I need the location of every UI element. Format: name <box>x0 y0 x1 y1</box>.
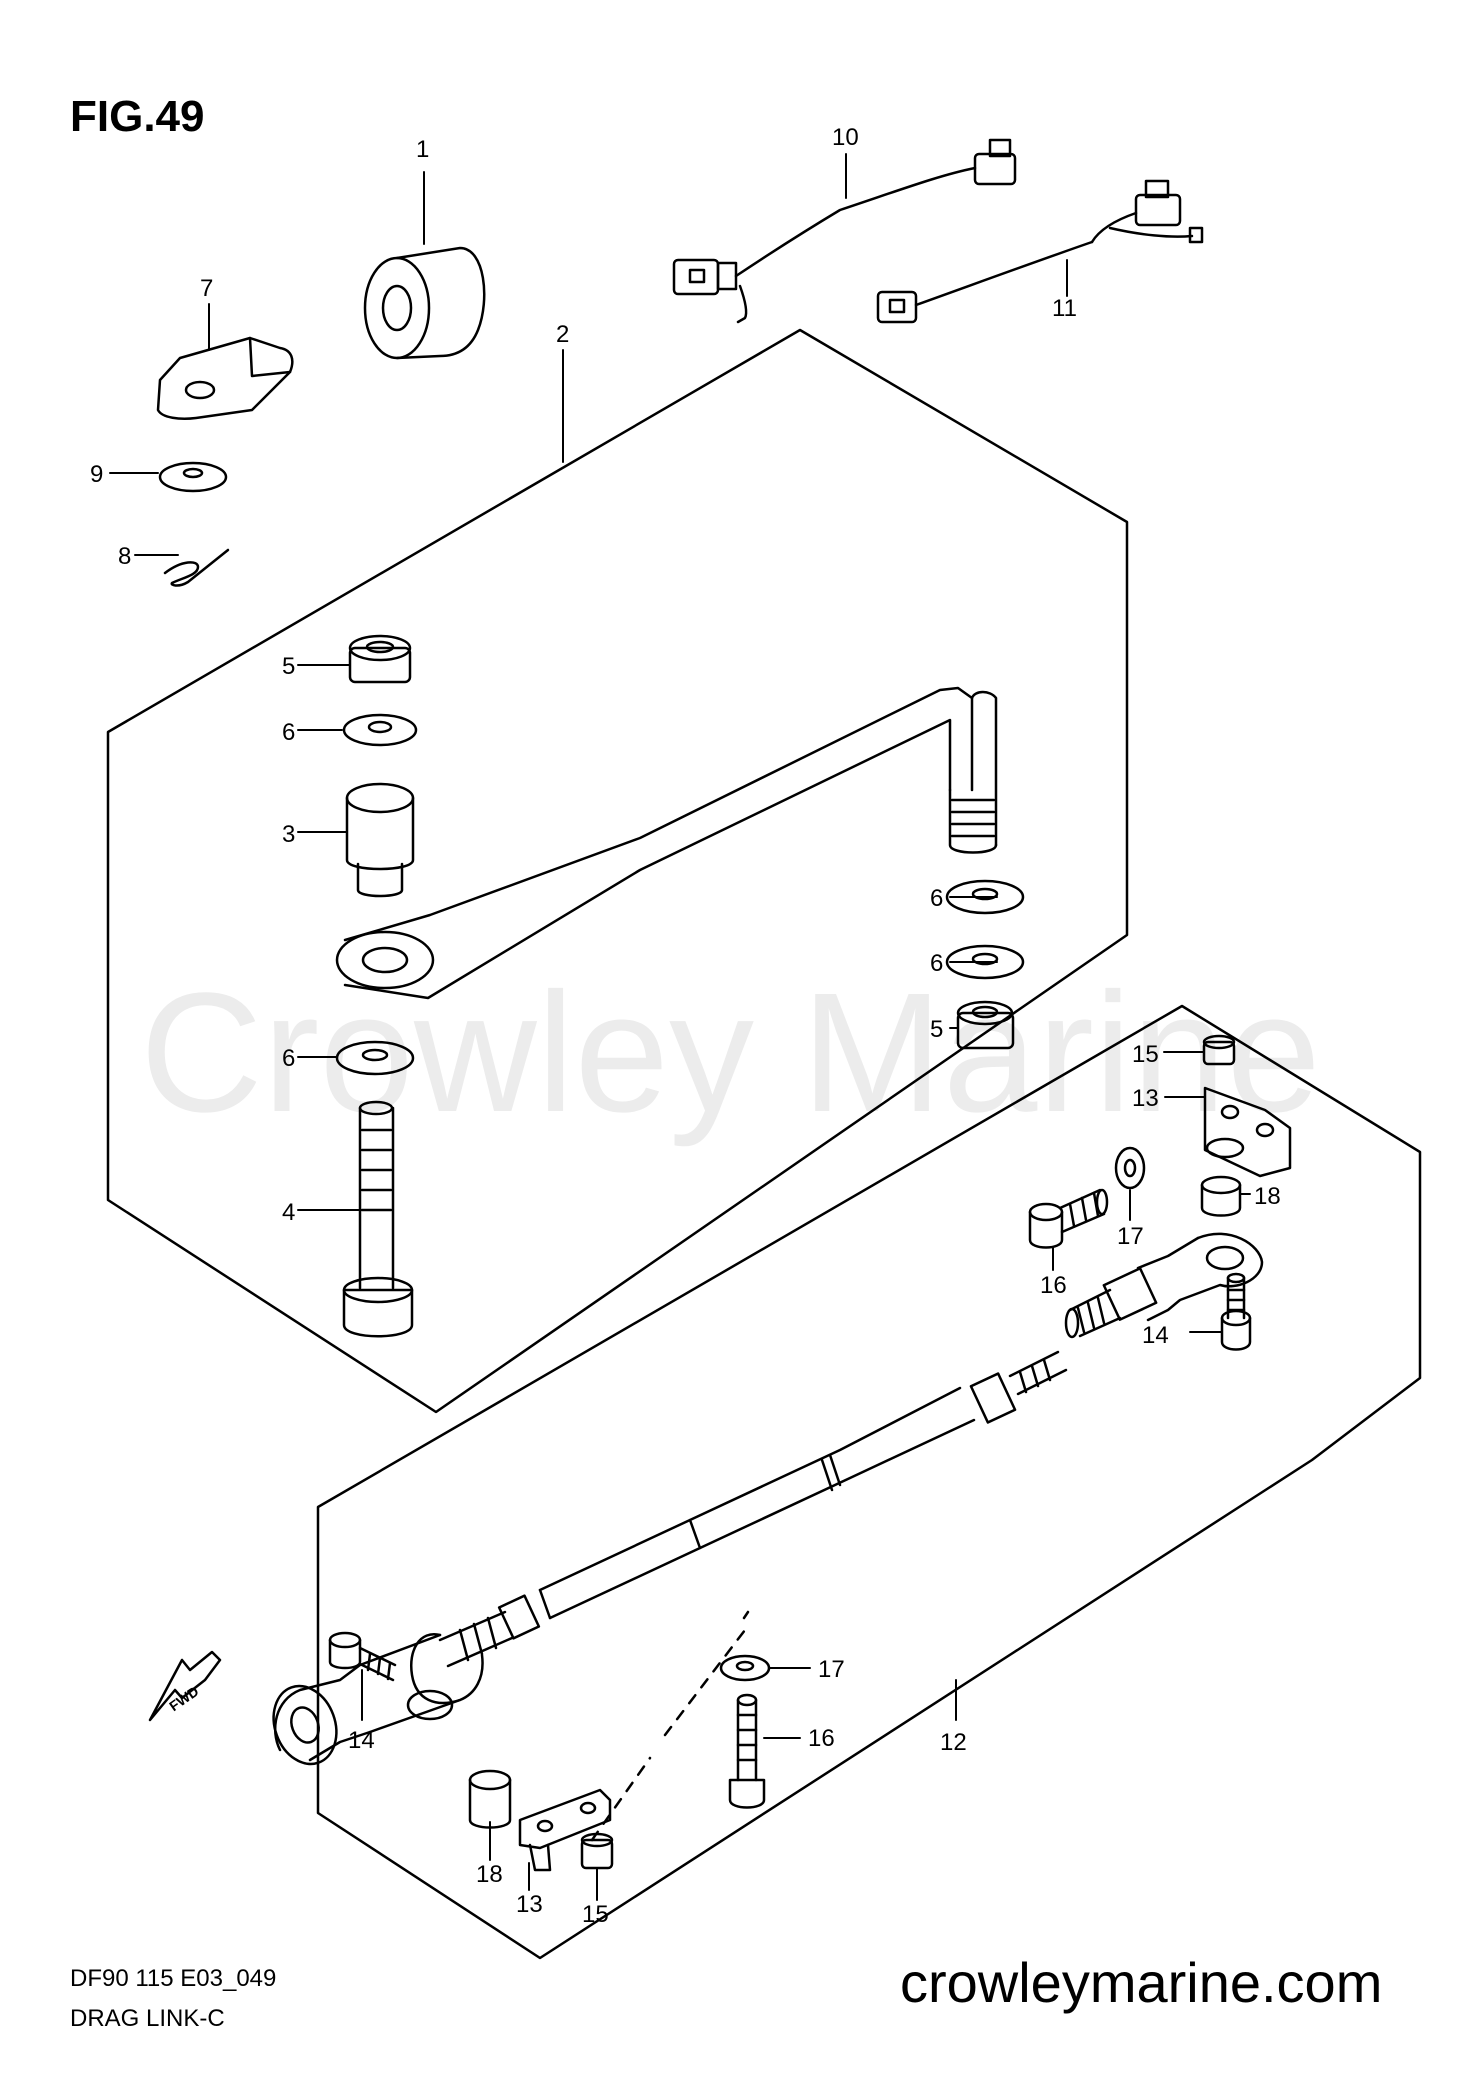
bolt-part-16-top <box>1028 1188 1109 1249</box>
callout-6-b: 6 <box>930 885 943 912</box>
harness-part-10 <box>672 138 1017 324</box>
drag-link-assembly-part-12 <box>272 1232 1264 1766</box>
callout-5-top: 5 <box>282 653 295 680</box>
nut-part-5-bottom <box>956 1000 1015 1050</box>
figure-code: DF90 115 E03_049 <box>70 1965 277 1992</box>
callout-12: 12 <box>940 1729 967 1756</box>
leader-lines <box>109 153 1251 1901</box>
kit-outline-12 <box>316 1004 1422 1960</box>
callout-15-top: 15 <box>1132 1041 1159 1068</box>
bolt-part-4 <box>342 1100 414 1338</box>
callout-14-left: 14 <box>348 1727 375 1754</box>
callout-9: 9 <box>90 461 103 488</box>
callout-11: 11 <box>1052 295 1077 322</box>
bracket-part-7 <box>156 336 294 420</box>
callout-17-top: 17 <box>1117 1223 1144 1250</box>
washer-part-6-d <box>335 1040 415 1076</box>
washer-part-17-top <box>1114 1146 1146 1190</box>
callout-18-bottom: 18 <box>476 1861 503 1888</box>
callout-2: 2 <box>556 321 569 348</box>
drag-link-rod-part-2 <box>335 686 998 1000</box>
callout-3: 3 <box>282 821 295 848</box>
bolt-part-14-left <box>328 1631 397 1682</box>
callout-7: 7 <box>200 275 213 302</box>
callout-10: 10 <box>832 124 859 151</box>
callout-13-top: 13 <box>1132 1085 1159 1112</box>
assembly-line-bottom <box>590 1610 750 1842</box>
washer-part-6-c <box>945 944 1025 980</box>
callout-6-c: 6 <box>930 950 943 977</box>
callout-6-a: 6 <box>282 719 295 746</box>
sleeve-part-18-bottom <box>468 1769 512 1829</box>
kit-outline-2 <box>106 328 1129 1414</box>
nut-part-15-bottom <box>580 1832 614 1870</box>
cotter-pin-part-8 <box>163 548 230 587</box>
fwd-arrow-icon <box>148 1650 222 1722</box>
bracket-part-13-bottom <box>518 1788 612 1872</box>
bolt-part-16-bottom <box>728 1693 766 1809</box>
washer-part-9 <box>158 461 228 493</box>
callout-1: 1 <box>416 136 429 163</box>
callout-14-right: 14 <box>1142 1322 1169 1349</box>
nut-part-15-top <box>1202 1034 1236 1066</box>
callout-13-bottom: 13 <box>516 1891 543 1918</box>
washer-part-17-bottom <box>719 1654 771 1682</box>
callout-4: 4 <box>282 1199 295 1226</box>
watermark: Crowley Marine <box>140 958 1321 1148</box>
washer-part-6-a <box>342 713 418 747</box>
bolt-part-14-right <box>1220 1272 1252 1351</box>
callout-16-top: 16 <box>1040 1272 1067 1299</box>
callout-6-d: 6 <box>282 1045 295 1072</box>
harness-part-11 <box>876 179 1204 324</box>
grommet-part-1 <box>363 246 486 360</box>
callout-16-bottom: 16 <box>808 1725 835 1752</box>
figure-name: DRAG LINK-C <box>70 2005 225 2032</box>
figure-title: FIG.49 <box>70 92 205 141</box>
callout-numbers: 1 2 3 4 5 5 6 6 6 6 7 8 9 10 11 12 13 13… <box>90 124 1281 1928</box>
callout-18-top: 18 <box>1254 1183 1281 1210</box>
nut-part-5-top <box>348 634 412 684</box>
sleeve-part-18-top <box>1200 1175 1242 1217</box>
callout-17-bottom: 17 <box>818 1656 845 1683</box>
collar-part-3 <box>345 782 415 898</box>
bracket-part-13-top <box>1203 1086 1292 1178</box>
callout-8: 8 <box>118 543 131 570</box>
washer-part-6-b <box>945 879 1025 915</box>
callout-15-bottom: 15 <box>582 1901 609 1928</box>
callout-5-bottom: 5 <box>930 1016 943 1043</box>
site-url: crowleymarine.com <box>900 1951 1383 2014</box>
